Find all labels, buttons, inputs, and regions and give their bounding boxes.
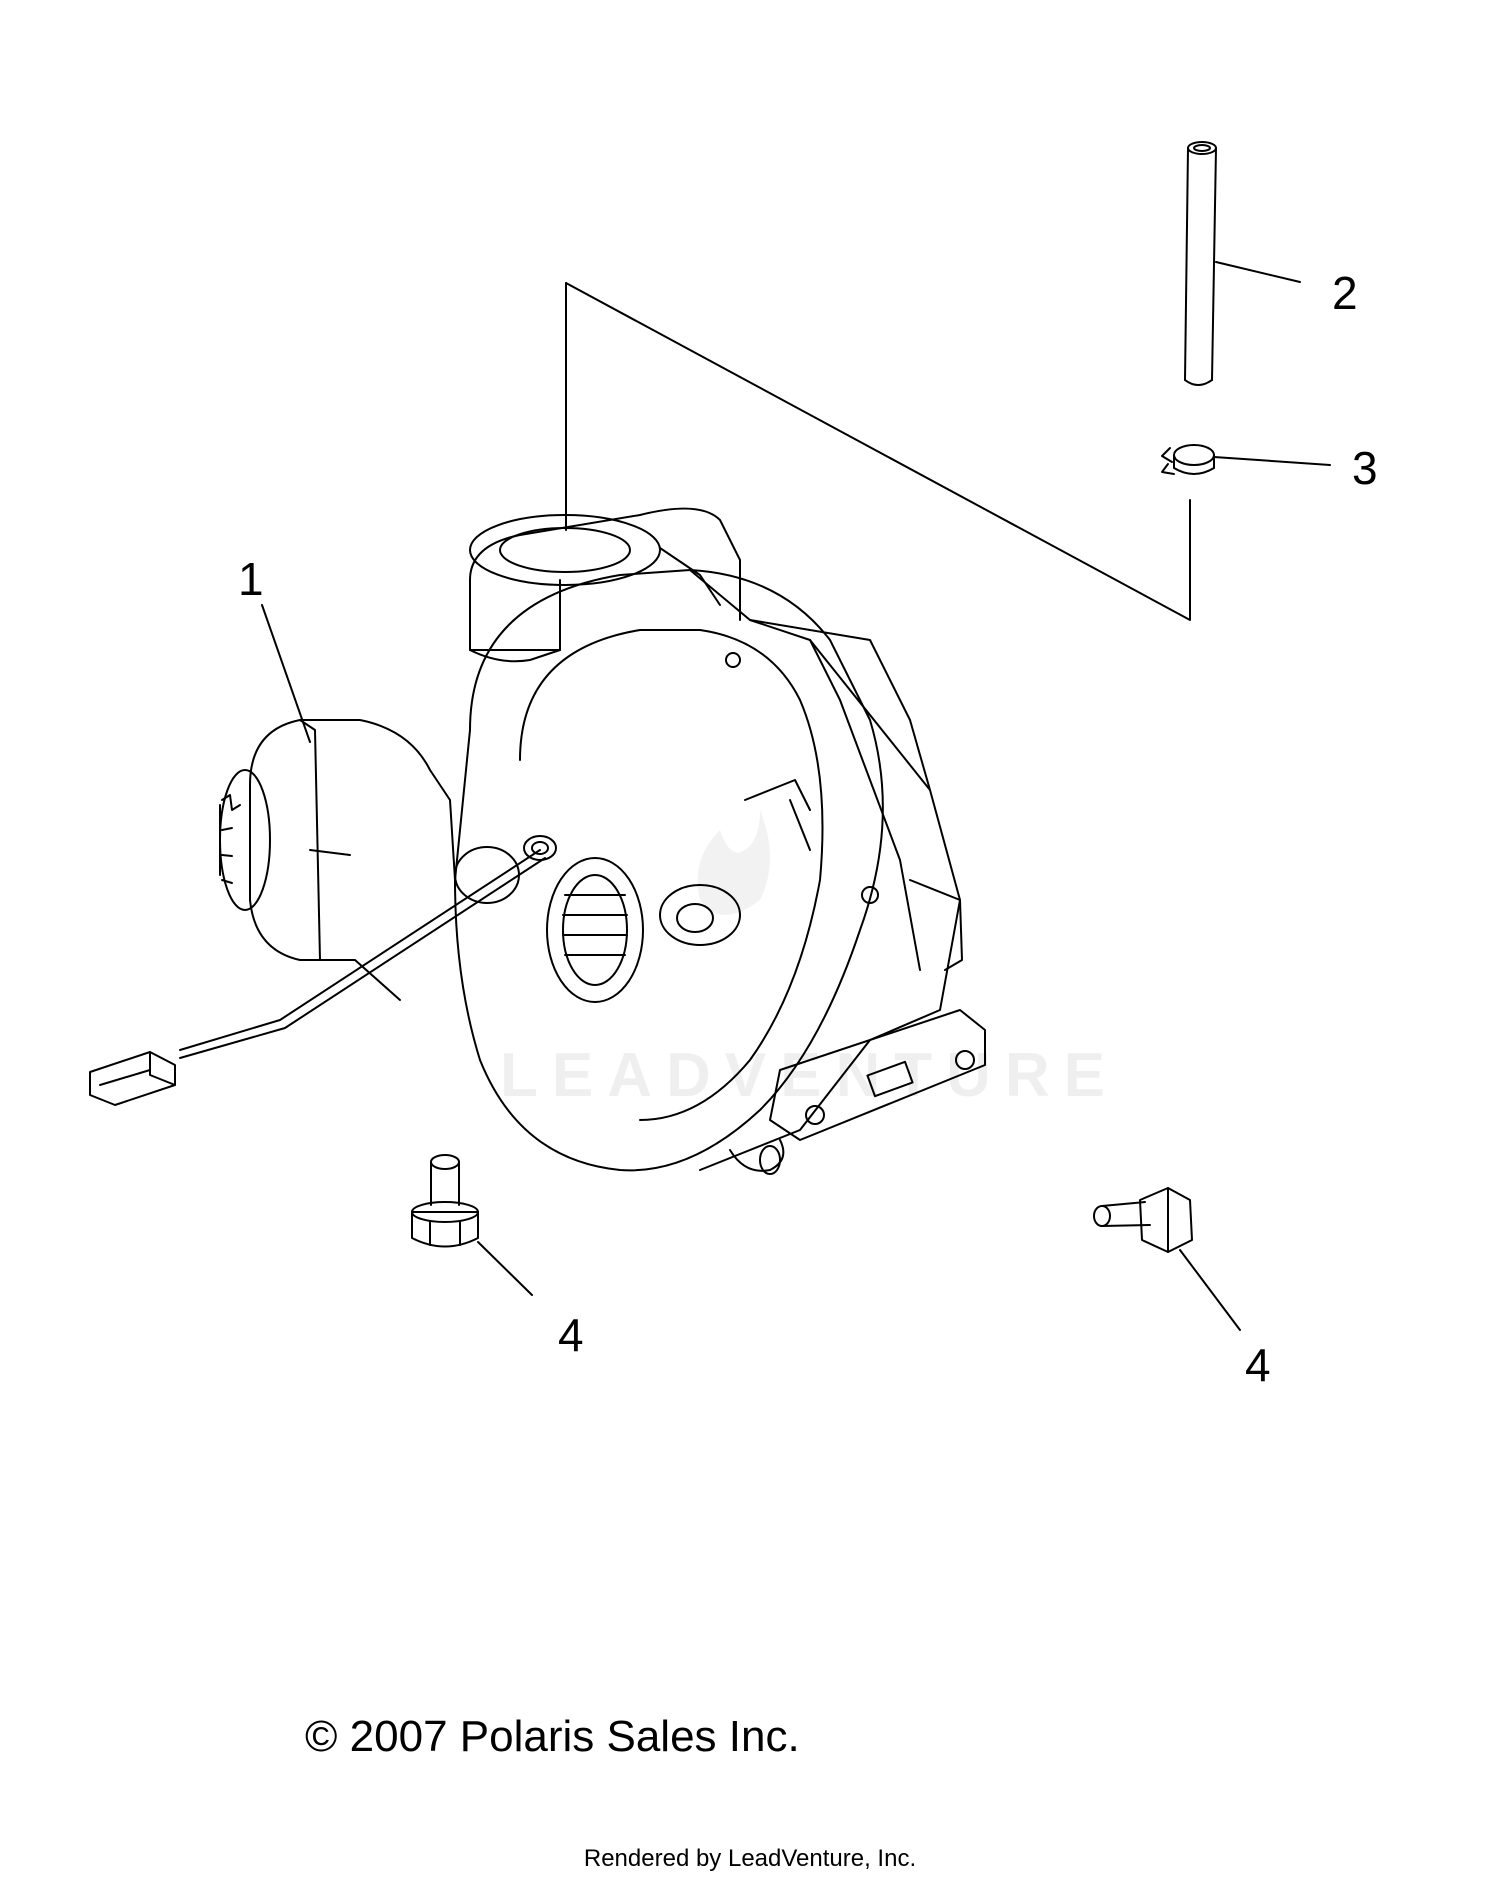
copyright-symbol: © xyxy=(305,1712,338,1761)
copyright: © 2007 Polaris Sales Inc. xyxy=(305,1712,800,1762)
callout-1: 1 xyxy=(238,553,264,605)
bolt-left-part xyxy=(411,1154,479,1248)
rendered-by-footer: Rendered by LeadVenture, Inc. xyxy=(583,1845,917,1872)
callout-4-right: 4 xyxy=(1245,1339,1271,1391)
leader-line-2 xyxy=(1215,261,1301,283)
assembly-bracket-line xyxy=(565,282,1191,621)
callout-3: 3 xyxy=(1352,442,1378,494)
watermark-logo xyxy=(697,810,770,915)
clamp-part xyxy=(1161,444,1215,475)
bolt-right-part xyxy=(1093,1187,1193,1253)
leader-line-4a xyxy=(477,1241,533,1296)
tube-part xyxy=(1184,141,1217,386)
watermark-text: LEADVENTURE xyxy=(500,1041,1120,1110)
gearcase-assembly xyxy=(219,507,986,1175)
leader-line-3 xyxy=(1213,456,1331,466)
leader-line-1 xyxy=(261,604,311,743)
copyright-text: 2007 Polaris Sales Inc. xyxy=(349,1712,800,1761)
leader-line-4b xyxy=(1179,1249,1241,1331)
callout-4-left: 4 xyxy=(558,1309,584,1361)
wire-harness xyxy=(89,849,546,1106)
callout-2: 2 xyxy=(1332,267,1358,319)
